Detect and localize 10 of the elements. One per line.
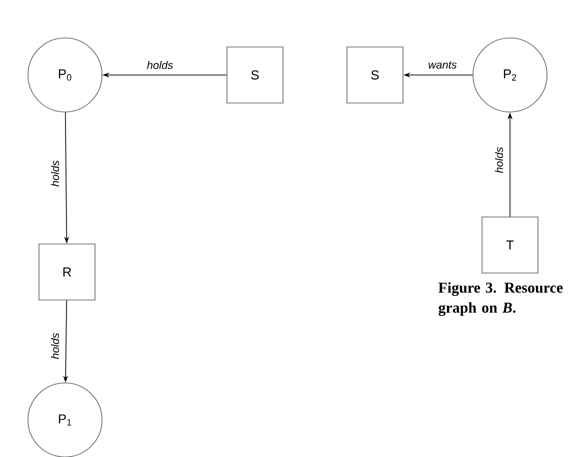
- caption: Figure 3. Resource graph on B.: [438, 282, 563, 316]
- resource-box: R: [38, 244, 96, 300]
- edge-label: holds: [50, 332, 60, 360]
- resource-box: S: [226, 46, 284, 104]
- edge-label: holds: [50, 159, 60, 188]
- resource-box: S: [346, 46, 404, 104]
- edge-label: wants: [427, 60, 458, 70]
- edge-label: holds: [494, 146, 504, 174]
- resource-box: T: [482, 216, 538, 274]
- edge-label: holds: [146, 60, 174, 70]
